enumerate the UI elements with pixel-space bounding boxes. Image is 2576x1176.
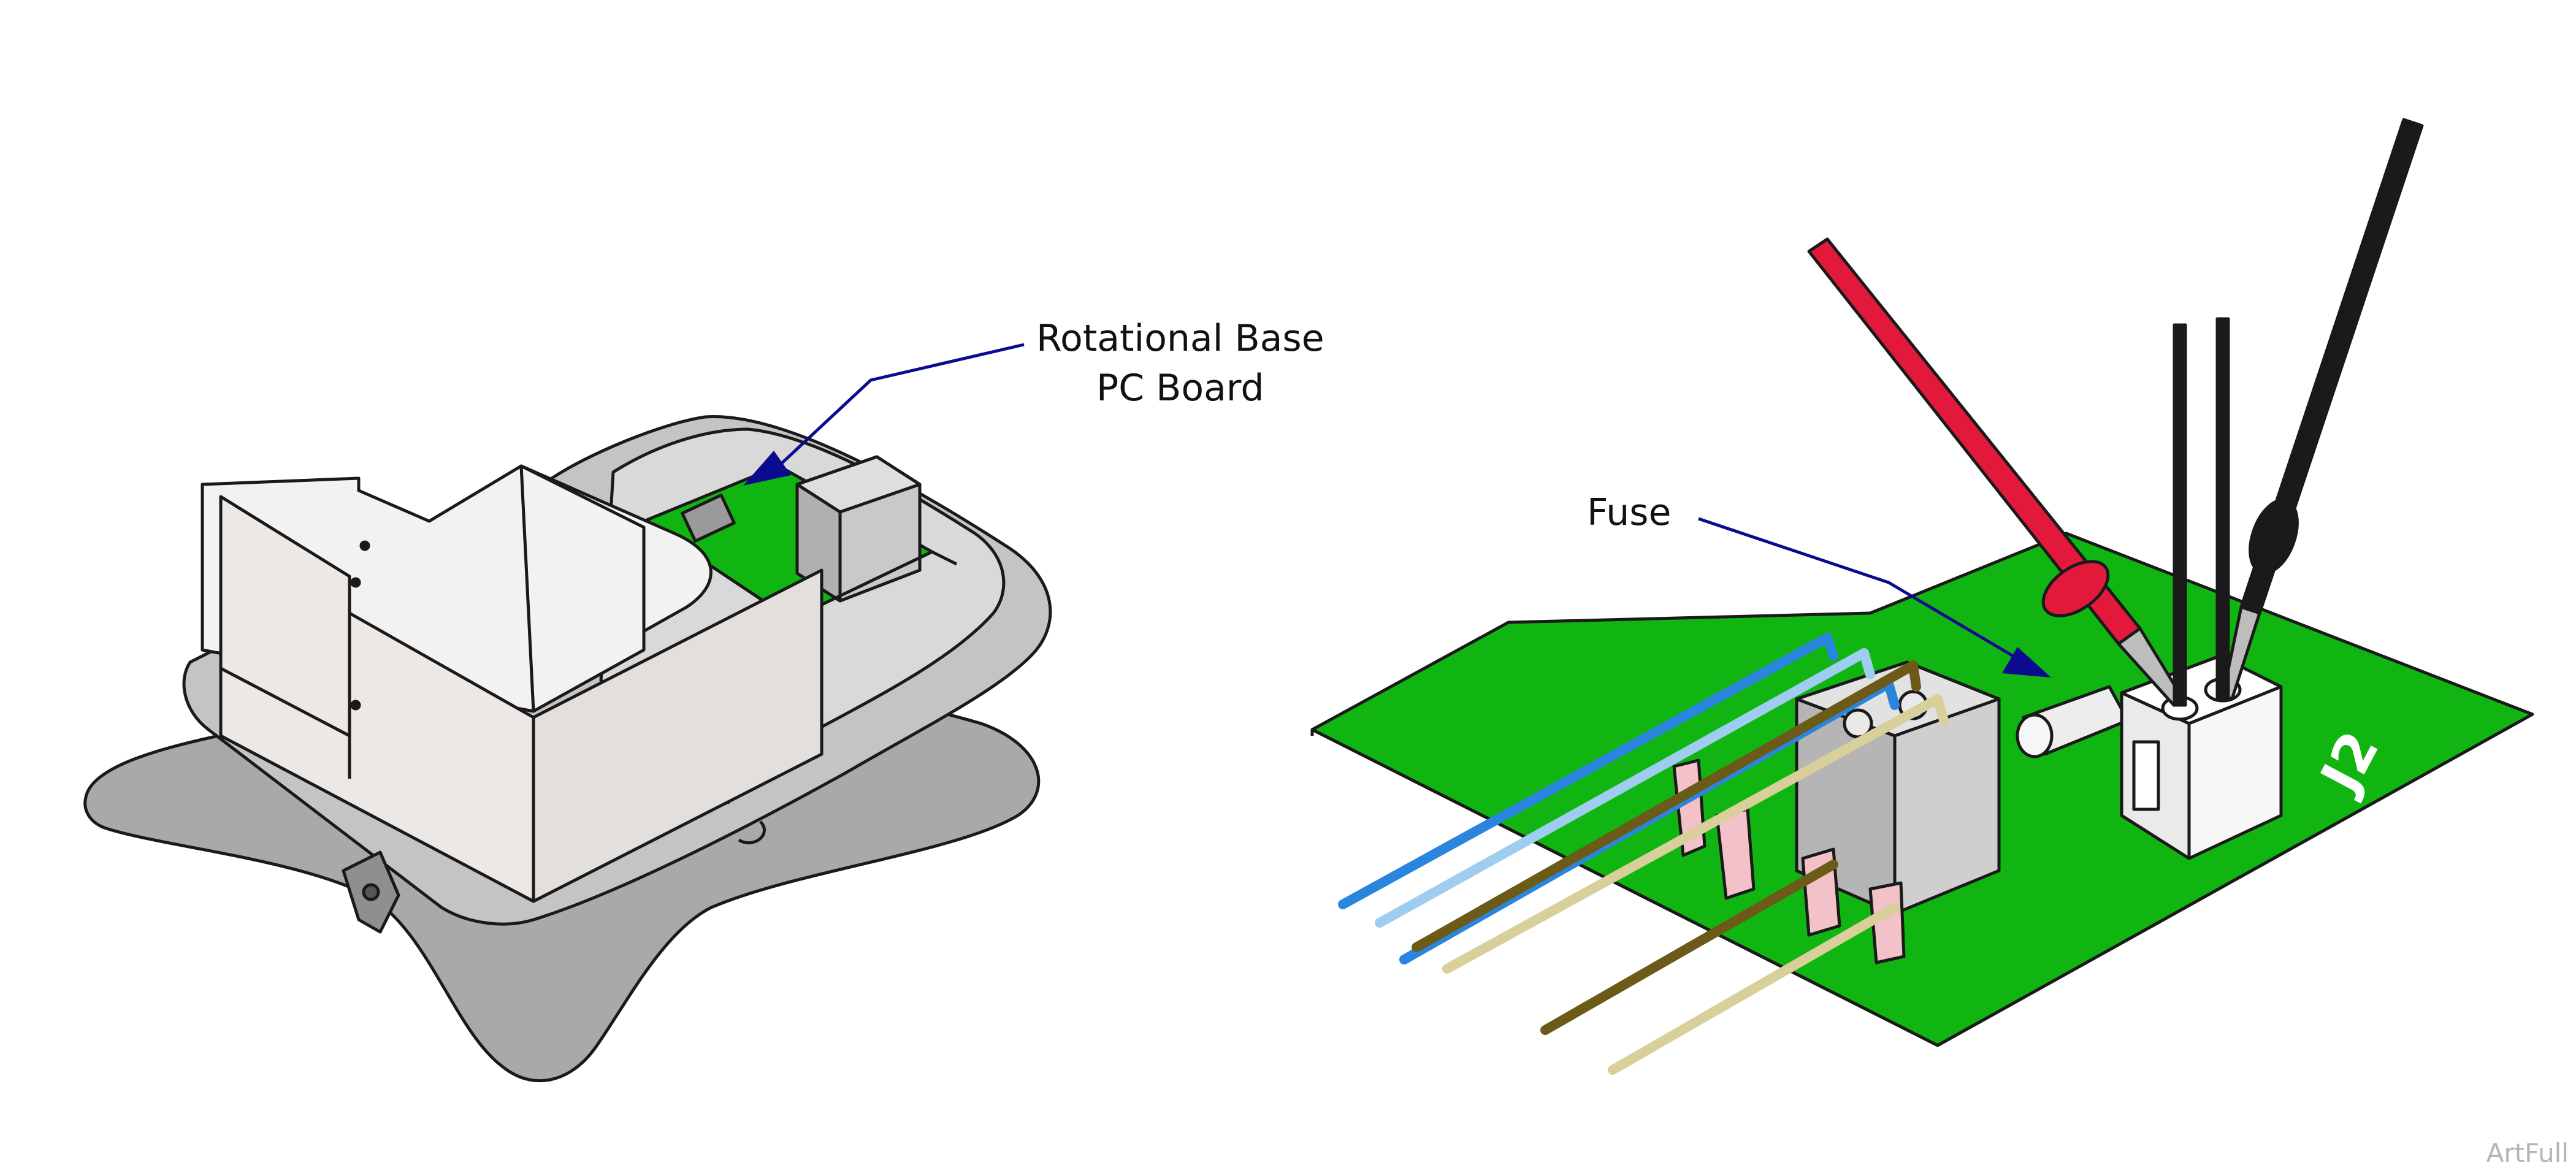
wire-brown-1	[1412, 660, 1921, 952]
black-lead-1	[2173, 323, 2187, 707]
base-cover	[201, 464, 824, 903]
red-probe	[1807, 237, 2185, 707]
callout-fuse: Fuse	[1587, 491, 1672, 534]
watermark: ArtFull	[2486, 1138, 2569, 1168]
rotational-base-assembly	[83, 414, 1052, 1082]
wire-light-blue	[1375, 648, 1875, 928]
rotational-base-leader	[743, 343, 1025, 486]
j2-connector	[2120, 654, 2283, 860]
fuse-leader	[1698, 517, 2051, 678]
pcb-fuse-assembly: J2	[1310, 118, 2534, 1075]
callout-rotational-base-pc-board: Rotational Base PC Board	[1036, 314, 1324, 413]
black-probe	[2173, 118, 2424, 707]
wire-blue-1	[1338, 633, 1838, 909]
wire-brown-2	[1540, 860, 1838, 1035]
callout-rotational-base-line2: PC Board	[1096, 367, 1264, 410]
black-lead-2	[2215, 317, 2230, 701]
wire-tan-1	[1442, 694, 1949, 974]
wire-tan-2	[1608, 903, 1900, 1075]
rotational-base-pc-board	[642, 455, 958, 621]
callout-rotational-base-line1: Rotational Base	[1036, 317, 1324, 360]
wires	[1338, 633, 1949, 1075]
